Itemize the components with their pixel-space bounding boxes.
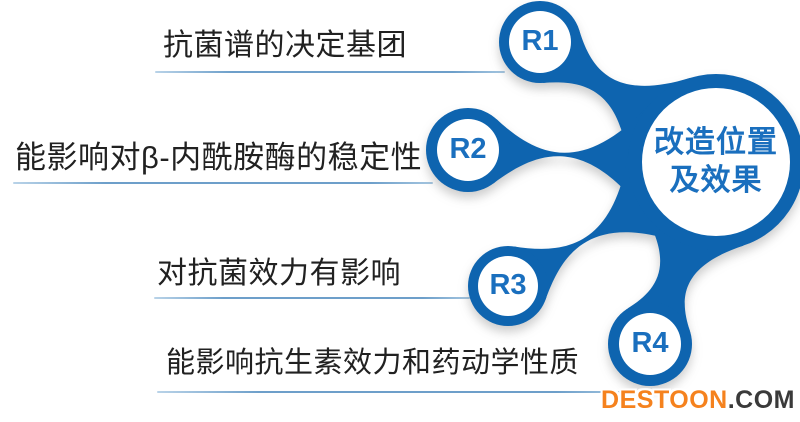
hub-face [642,88,790,236]
hub-title: 改造位置 及效果 [654,124,778,200]
node-face-r1 [509,11,571,73]
spoke-label-r2: 能影响对β-内酰胺酶的稳定性 [15,140,423,175]
node-label-r4: R4 [631,326,669,359]
underline-r1 [155,71,505,73]
spoke-label-r3: 对抗菌效力有影响 [157,257,401,290]
node-label-r2: R2 [449,132,487,165]
underline-r2 [13,182,433,184]
watermark-suffix: .COM [727,386,795,414]
watermark: DESTOON.COM [601,386,795,415]
hub-title-line2: 及效果 [669,164,763,197]
node-face-r4 [619,313,681,375]
underline-r4 [157,391,627,393]
spoke-label-r4: 能影响抗生素效力和药动学性质 [166,347,580,379]
node-face-r2 [437,119,499,181]
node-face-r3 [478,256,538,316]
spoke-label-r1: 抗菌谱的决定基团 [163,29,407,62]
hub-title-line1: 改造位置 [654,126,778,159]
node-label-r3: R3 [489,268,527,301]
underline-r3 [154,297,470,299]
connector-arm-r1 [543,29,691,169]
watermark-brand: DESTOON [601,386,728,414]
connector-arm-r2 [493,102,652,215]
node-label-r1: R1 [521,24,559,57]
